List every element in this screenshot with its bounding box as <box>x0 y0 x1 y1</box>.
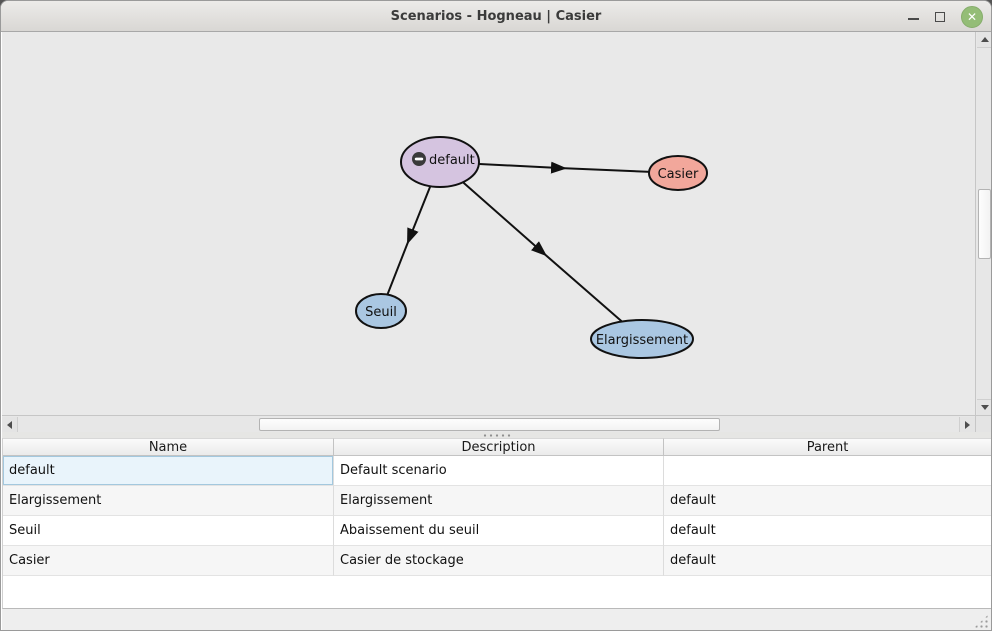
vertical-scrollbar[interactable] <box>975 32 991 415</box>
node-default-label: default <box>429 153 475 168</box>
window-controls: ✕ <box>908 1 983 32</box>
minimize-button[interactable] <box>908 11 919 22</box>
cell-description-elargissement[interactable]: Elargissement <box>334 486 664 516</box>
chevron-left-icon <box>7 420 12 429</box>
vertical-scrollbar-thumb[interactable] <box>978 189 991 259</box>
maximize-button[interactable] <box>935 11 945 22</box>
scroll-down-button[interactable] <box>977 399 991 415</box>
splitter-dots-icon <box>483 433 511 437</box>
node-elargissement[interactable]: Elargissement <box>590 319 694 359</box>
column-header-description[interactable]: Description <box>334 438 664 456</box>
close-button[interactable]: ✕ <box>961 5 983 28</box>
edge-default-elargissement <box>439 161 643 340</box>
close-icon: ✕ <box>966 9 978 24</box>
minus-circle-icon <box>412 152 426 166</box>
cell-name-seuil[interactable]: Seuil <box>3 516 334 546</box>
cell-name-casier[interactable]: Casier <box>3 546 334 576</box>
node-default[interactable]: default <box>400 136 480 188</box>
scroll-right-button[interactable] <box>959 417 975 432</box>
cell-description-seuil[interactable]: Abaissement du seuil <box>334 516 664 546</box>
title-bar[interactable]: Scenarios - Hogneau | Casier ✕ <box>1 1 991 32</box>
scenario-table: Name Description Parent default Default … <box>2 438 991 609</box>
horizontal-scrollbar-thumb[interactable] <box>259 418 720 431</box>
table-header: Name Description Parent <box>3 438 991 456</box>
cell-description-casier[interactable]: Casier de stockage <box>334 546 664 576</box>
cell-name-default[interactable]: default <box>3 456 334 486</box>
table-row-elargissement: Elargissement Elargissement default <box>3 486 991 516</box>
scrollbar-corner <box>975 415 991 432</box>
cell-description-default[interactable]: Default scenario <box>334 456 664 486</box>
cell-parent-default[interactable] <box>664 456 991 486</box>
node-elargissement-label: Elargissement <box>596 333 688 348</box>
resize-grip[interactable] <box>974 614 989 628</box>
node-seuil-label: Seuil <box>365 305 397 320</box>
cell-name-elargissement[interactable]: Elargissement <box>3 486 334 516</box>
status-bar <box>2 609 991 630</box>
table-row-casier: Casier Casier de stockage default <box>3 546 991 576</box>
scroll-left-button[interactable] <box>2 417 18 432</box>
scroll-up-button[interactable] <box>977 32 991 48</box>
cell-parent-elargissement[interactable]: default <box>664 486 991 516</box>
table-row-default: default Default scenario <box>3 456 991 486</box>
window-title: Scenarios - Hogneau | Casier <box>390 8 602 24</box>
cell-parent-seuil[interactable]: default <box>664 516 991 546</box>
node-seuil[interactable]: Seuil <box>355 293 407 329</box>
scenario-graph-canvas[interactable]: default Casier Seuil Elargissement <box>2 32 975 415</box>
node-casier[interactable]: Casier <box>648 155 708 191</box>
chevron-up-icon <box>980 37 989 42</box>
scenario-graph: default Casier Seuil Elargissement <box>355 136 708 359</box>
cell-parent-casier[interactable]: default <box>664 546 991 576</box>
chevron-down-icon <box>980 405 989 410</box>
column-header-name[interactable]: Name <box>3 438 334 456</box>
chevron-right-icon <box>965 420 970 429</box>
column-header-parent[interactable]: Parent <box>664 438 991 456</box>
table-row-seuil: Seuil Abaissement du seuil default <box>3 516 991 546</box>
horizontal-scrollbar[interactable] <box>2 415 975 432</box>
node-casier-label: Casier <box>658 167 699 182</box>
splitter-handle[interactable] <box>2 432 991 438</box>
